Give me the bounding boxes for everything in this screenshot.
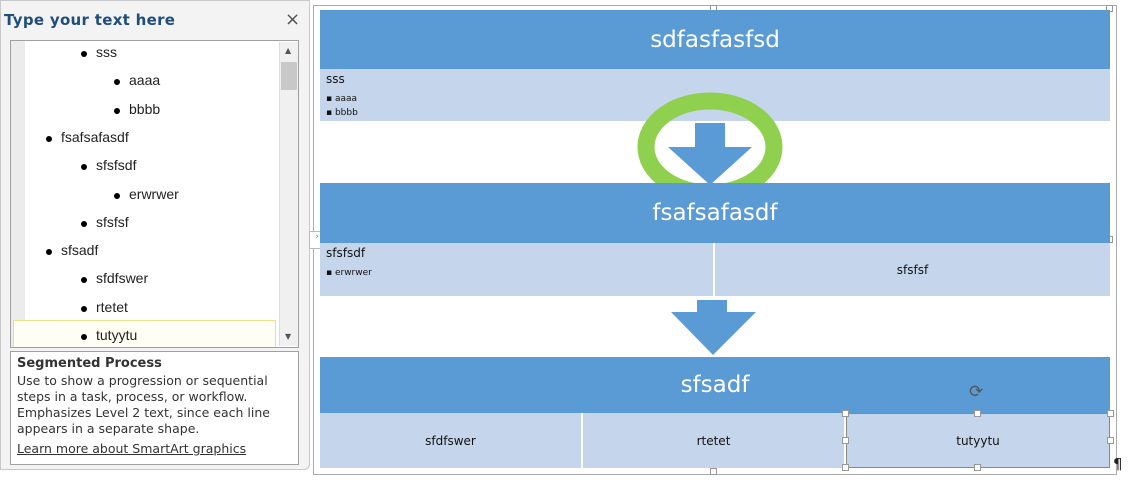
list-item[interactable]: erwrwer — [114, 185, 179, 202]
description-box: Segmented Process Use to show a progress… — [10, 351, 299, 465]
scroll-down-icon[interactable]: ▼ — [285, 332, 292, 341]
step3-cell-selected[interactable]: tutyytu — [846, 413, 1110, 468]
gutter — [11, 41, 25, 347]
text-list[interactable]: sss aaaa bbbb fsafsafasdf sfsfsdf erwrwer sfsf… — [10, 40, 299, 348]
scroll-thumb[interactable] — [281, 62, 297, 90]
list-item[interactable]: sfsfsdf — [80, 157, 137, 174]
step2-detail-1[interactable]: sfsfsdf ▪ erwrwer — [320, 243, 713, 296]
resize-handle[interactable] — [842, 437, 849, 444]
step3-cell[interactable]: rtetet — [583, 413, 844, 468]
pane-title: Type your text here — [4, 11, 176, 29]
list-item[interactable]: aaaa — [113, 72, 161, 89]
list-item[interactable]: fsafsafasdf — [46, 128, 129, 145]
resize-handle[interactable] — [974, 464, 981, 471]
learn-more-link[interactable]: Learn more about SmartArt graphics — [17, 441, 247, 456]
list-item[interactable]: sfsfsf — [81, 213, 129, 230]
step1-header[interactable]: sdfasfasfsd — [320, 10, 1110, 69]
down-arrow-icon — [671, 300, 756, 355]
scroll-up-icon[interactable]: ▲ — [285, 46, 292, 55]
rotate-handle-icon[interactable]: ⟳ — [969, 382, 984, 402]
list-item[interactable]: sfdfswer — [80, 270, 149, 287]
list-item[interactable]: rtetet — [81, 298, 128, 315]
resize-handle[interactable] — [974, 410, 981, 417]
close-icon[interactable]: × — [285, 9, 301, 30]
resize-handle[interactable] — [1107, 410, 1114, 417]
scrollbar[interactable]: ▲ ▼ — [279, 42, 298, 346]
step3-cell[interactable]: sfdfswer — [320, 413, 581, 468]
pilcrow-mark: ¶ — [1113, 455, 1123, 473]
list-item[interactable]: sfsadf — [45, 242, 99, 259]
resize-handle[interactable] — [842, 410, 849, 417]
layout-name: Segmented Process — [17, 356, 162, 371]
active-line — [13, 320, 276, 347]
detail-text: sss — [326, 72, 345, 86]
step3-header[interactable]: sfsadf — [320, 357, 1110, 413]
detail-bullet: ▪ erwrwer — [326, 268, 372, 278]
list-item[interactable]: tutyytu — [80, 327, 138, 343]
resize-handle[interactable] — [842, 464, 849, 471]
layout-description: Use to show a progression or sequential … — [17, 373, 270, 436]
detail-bullet: ▪ aaaa — [326, 94, 358, 104]
down-arrow-icon — [668, 123, 752, 185]
step2-header[interactable]: fsafsafasdf — [320, 183, 1110, 243]
list-item[interactable]: sss — [81, 44, 117, 60]
detail-bullet: ▪ bbbb — [326, 108, 358, 118]
resize-handle[interactable] — [1107, 437, 1114, 444]
resize-handle[interactable] — [710, 468, 717, 475]
detail-text: sfsfsdf — [326, 246, 366, 260]
text-pane: Type your text here × sss aaaa bbbb fsafsaf… — [0, 0, 310, 470]
list-item[interactable]: bbbb — [113, 100, 161, 117]
step2-detail-2[interactable]: sfsfsf — [715, 243, 1110, 296]
